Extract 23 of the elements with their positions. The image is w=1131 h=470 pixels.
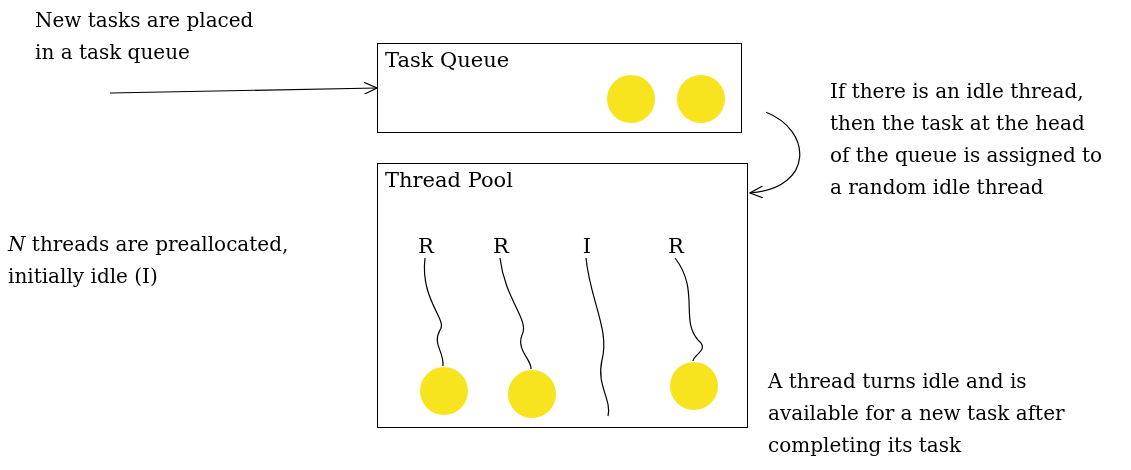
- thread-line: [674, 257, 703, 362]
- thread-state-label: I: [576, 233, 598, 259]
- thread-state-label: R: [490, 233, 512, 259]
- note-text: If there is an idle thread, then the task at the head of the queue is assigned to a random idle thread: [830, 78, 1104, 201]
- note-text: A thread turns idle and is available for a new task after completing its task: [768, 368, 1066, 459]
- note-text: New tasks are placed in a task queue: [35, 7, 255, 66]
- container-box: [377, 163, 748, 428]
- thread-line: [423, 257, 444, 367]
- thread-state-label: R: [415, 233, 437, 259]
- task-circle: [670, 362, 718, 410]
- thread-state-label: R: [665, 233, 687, 259]
- box-title: Thread Pool: [385, 168, 513, 192]
- container-box: [377, 43, 742, 133]
- task-circle: [420, 367, 468, 415]
- task-circle: [607, 75, 655, 123]
- task-circle: [677, 75, 725, 123]
- task-circle: [508, 370, 556, 418]
- box-title: Task Queue: [385, 48, 510, 72]
- curved-arrow: [749, 111, 801, 198]
- thread-line: [585, 257, 610, 417]
- note-text: N threads are preallocated, initially idle (I): [8, 231, 290, 290]
- thread-line: [499, 257, 532, 370]
- arrow: [109, 81, 378, 95]
